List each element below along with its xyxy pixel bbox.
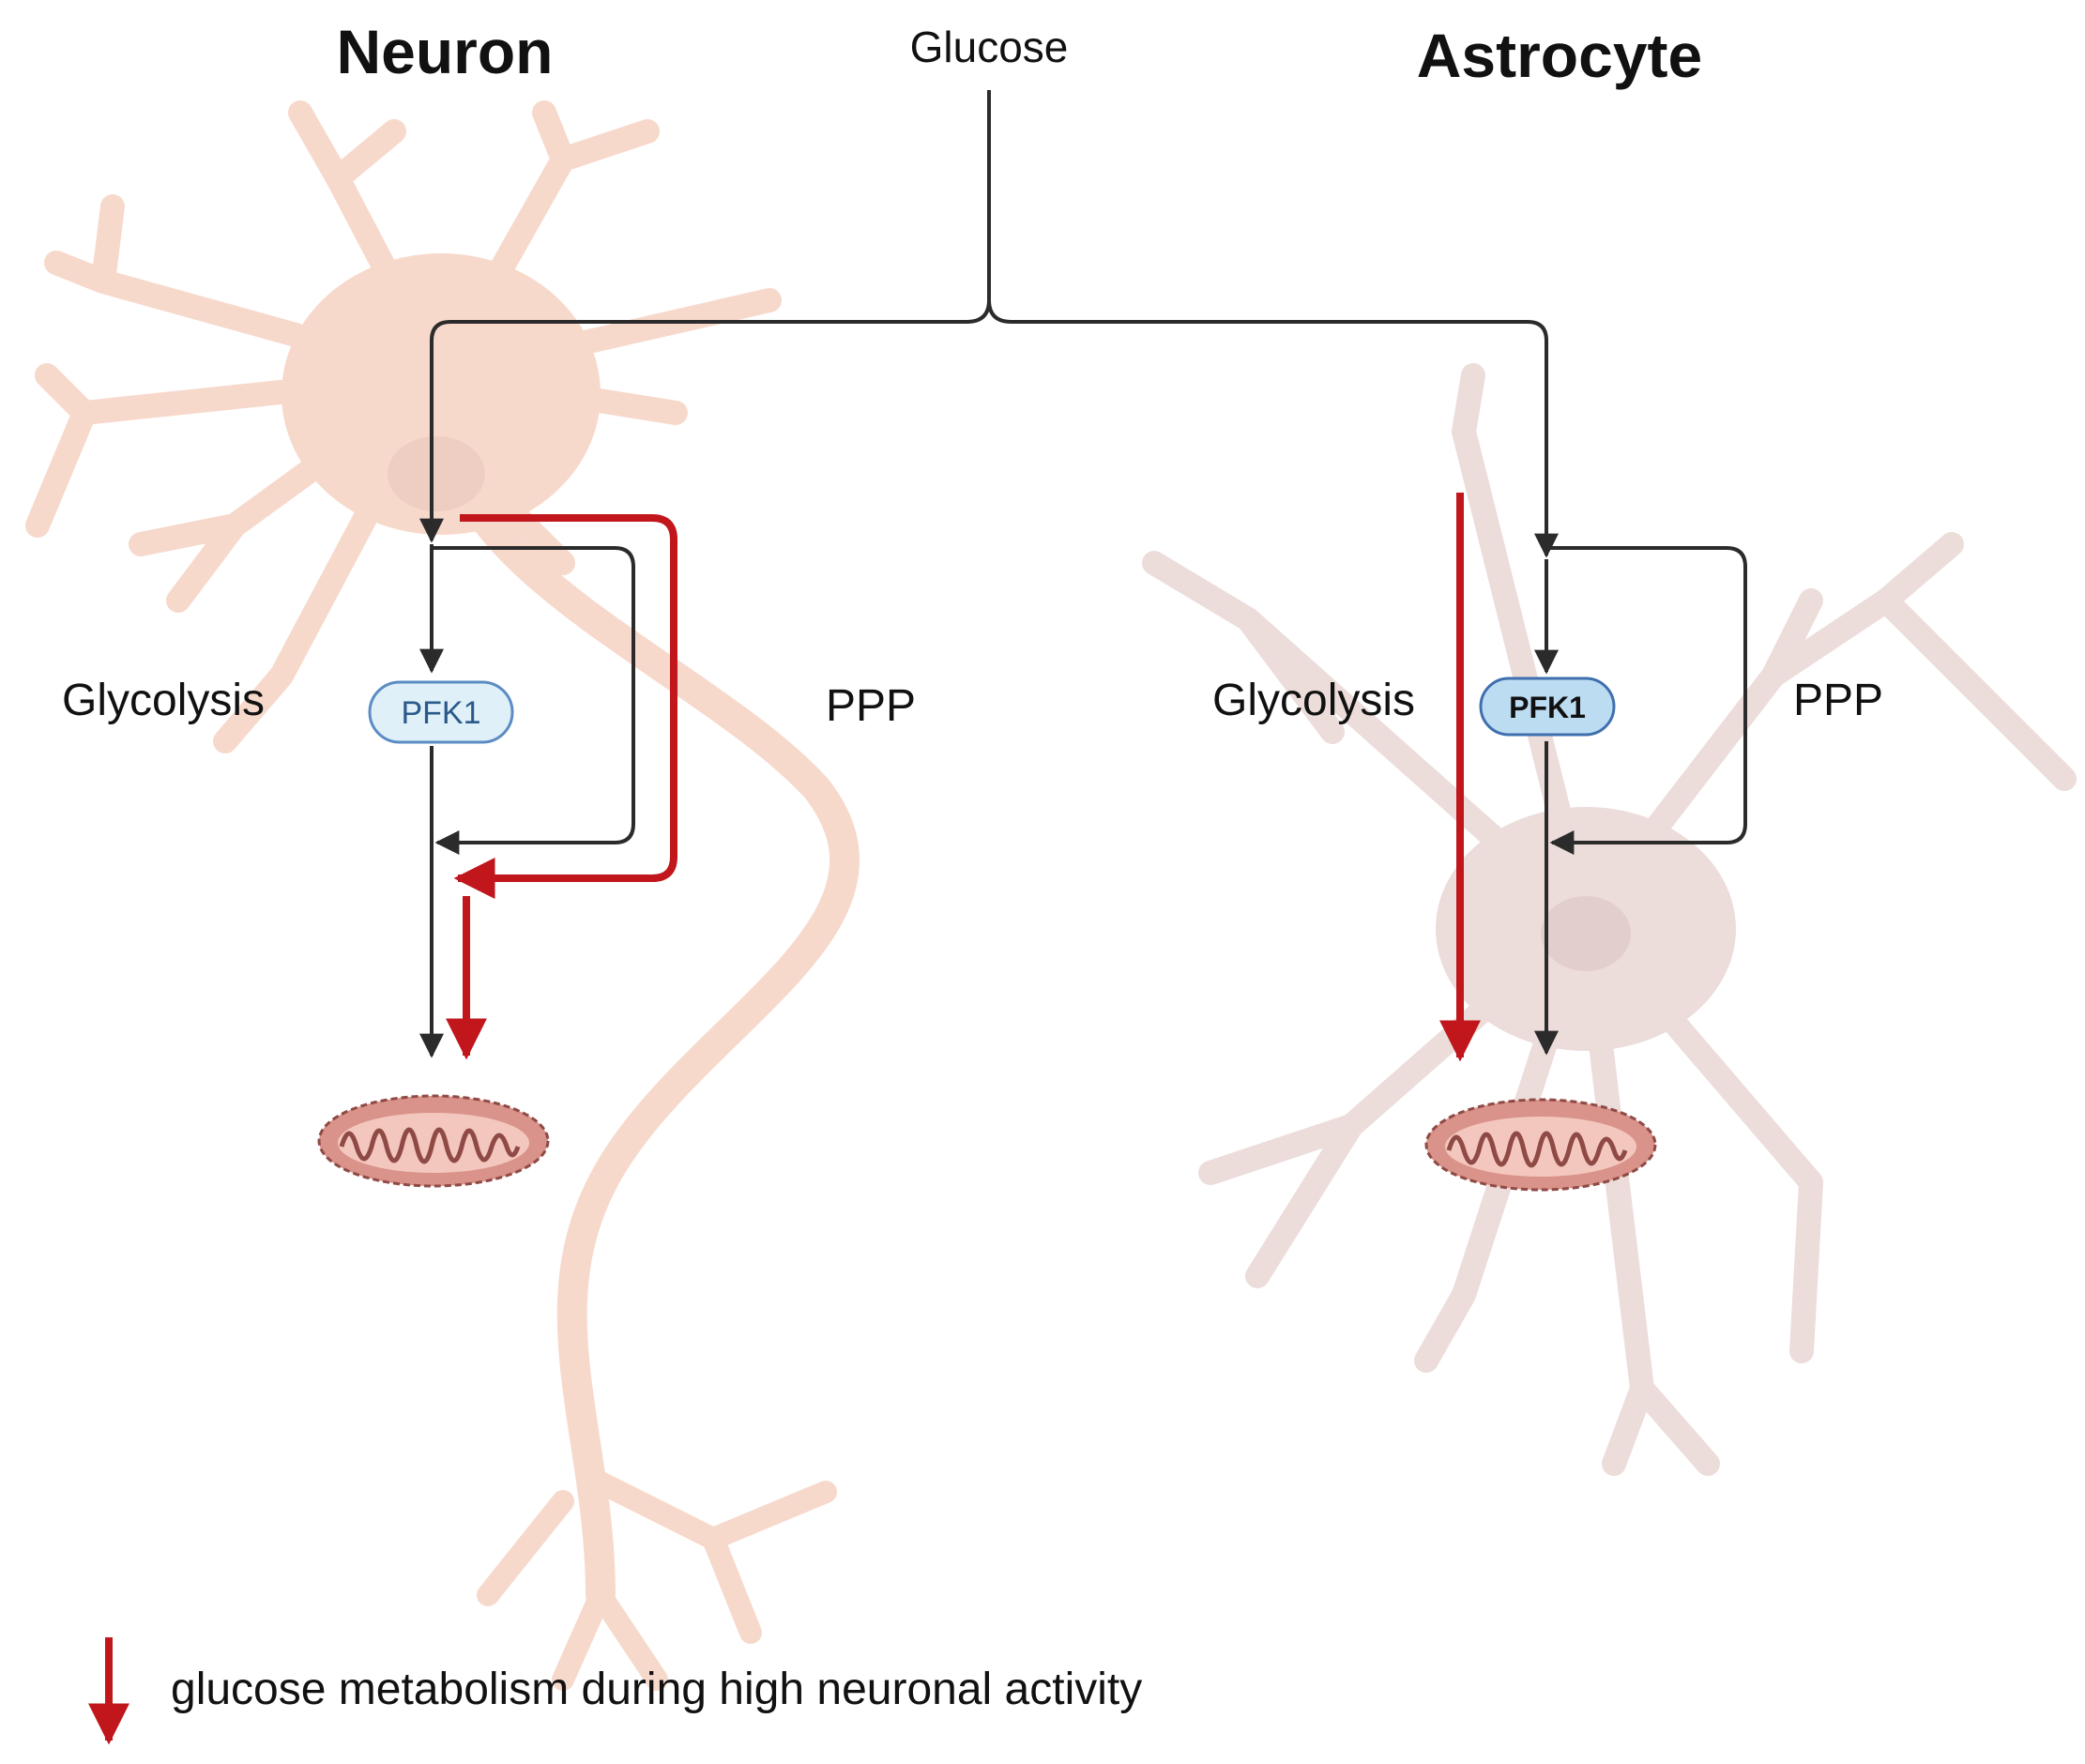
neuron-glycolysis-label: Glycolysis bbox=[62, 676, 265, 725]
astrocyte-enzyme-label: PFK1 bbox=[1509, 691, 1586, 724]
astrocyte-cell-illustration bbox=[1142, 363, 2077, 1476]
astrocyte-glycolysis-label: Glycolysis bbox=[1212, 676, 1415, 725]
neuron-pfk1-enzyme: PFK1 bbox=[368, 680, 514, 744]
neuron-enzyme-label: PFK1 bbox=[401, 695, 480, 731]
neuron-mitochondrion-icon bbox=[319, 1096, 548, 1186]
glucose-branch-arrows bbox=[419, 90, 1559, 558]
astrocyte-title: Astrocyte bbox=[1417, 21, 1702, 90]
legend-label: glucose metabolism during high neuronal … bbox=[171, 1665, 1142, 1714]
astrocyte-pfk1-enzyme: PFK1 bbox=[1479, 677, 1616, 737]
neuron-title: Neuron bbox=[337, 17, 554, 86]
neuron-ppp-label: PPP bbox=[826, 681, 916, 731]
neuron-cell-illustration bbox=[25, 100, 860, 1691]
astrocyte-ppp-loop-arrow bbox=[1546, 546, 1747, 855]
neuron-ppp-loop-arrow bbox=[432, 546, 635, 855]
glucose-label: Glucose bbox=[910, 23, 1069, 71]
astrocyte-mitochondrion-icon bbox=[1426, 1100, 1655, 1190]
astrocyte-ppp-label: PPP bbox=[1793, 676, 1883, 725]
neuron-ppp-high-activity-arrow bbox=[453, 514, 677, 899]
legend: glucose metabolism during high neuronal … bbox=[88, 1637, 1142, 1745]
